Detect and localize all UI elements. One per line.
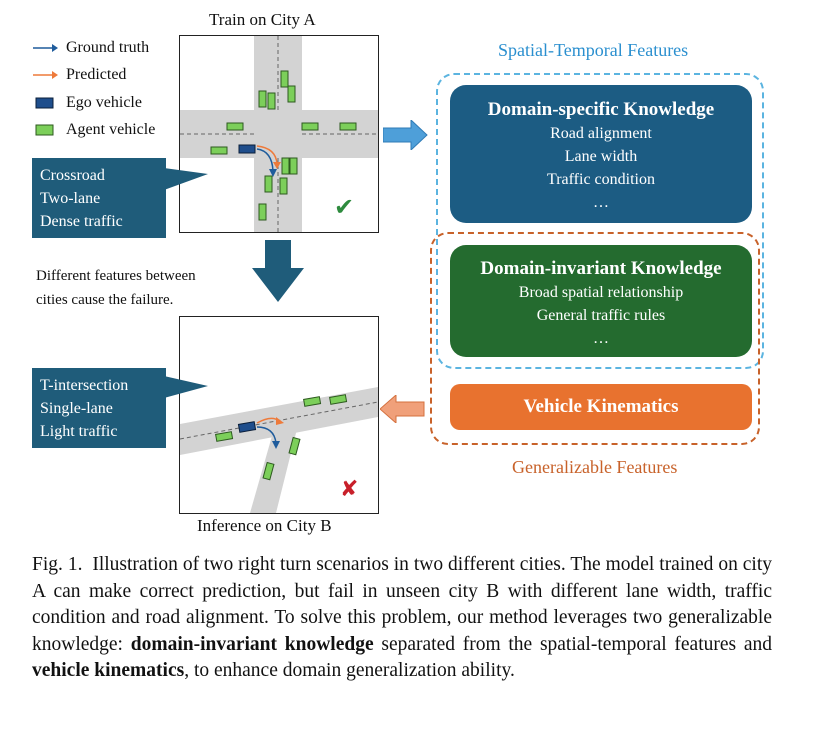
box-title: Vehicle Kinematics <box>523 396 679 417</box>
ego-vehicle-icon <box>32 96 58 110</box>
box-line: Broad spatial relationship <box>518 284 684 301</box>
failure-note: Different features between cities cause … <box>36 264 196 312</box>
generalizable-group <box>430 232 760 445</box>
spatial-temporal-label: Spatial-Temporal Features <box>498 40 689 60</box>
agent-vehicle-icon <box>32 123 58 137</box>
legend-label: Ground truth <box>66 39 150 56</box>
callout-line: Light traffic <box>40 423 118 440</box>
box-line: … <box>593 194 609 211</box>
callout-pointer <box>164 376 208 398</box>
t-intersection-map <box>180 387 378 513</box>
cross-icon: ✘ <box>340 477 359 502</box>
vehicle-kinematics-box: Vehicle Kinematics <box>450 384 752 430</box>
legend-label: Ego vehicle <box>66 94 142 111</box>
spatial-temporal-group <box>436 73 764 369</box>
map-city-b: ✘ <box>179 316 379 514</box>
map-city-a: ✔ <box>179 35 379 233</box>
ego-vehicle <box>238 144 256 154</box>
caption-text: , to enhance domain generalization abili… <box>184 660 515 681</box>
caption-prefix: Fig. 1. <box>32 554 83 575</box>
box-line: Lane width <box>564 148 638 165</box>
ego-vehicle <box>237 421 257 433</box>
note-line: cities cause the failure. <box>36 292 174 308</box>
callout-city-a: Crossroad Two-lane Dense traffic <box>32 158 166 238</box>
callout-line: Single-lane <box>40 400 113 417</box>
figure-top-title: Train on City A <box>209 10 316 29</box>
legend-ground-truth: Ground truth <box>32 39 149 57</box>
box-line: Traffic condition <box>547 171 655 188</box>
crossroad-map <box>180 36 378 232</box>
legend-label: Agent vehicle <box>66 121 156 138</box>
right-arrow-icon <box>383 120 428 150</box>
box-line: Road alignment <box>550 125 652 142</box>
box-title: Domain-invariant Knowledge <box>480 258 722 279</box>
caption-text: Illustration of two right turn scenarios… <box>32 554 773 655</box>
callout-line: Two-lane <box>40 190 101 207</box>
callout-city-b: T-intersection Single-lane Light traffic <box>32 368 166 448</box>
generalizable-label: Generalizable Features <box>512 457 678 477</box>
caption-bold: vehicle kinematics <box>32 660 185 681</box>
box-title: Domain-specific Knowledge <box>487 99 715 120</box>
legend-ego-vehicle: Ego vehicle <box>32 94 142 112</box>
legend-predicted: Predicted <box>32 66 126 84</box>
box-line: … <box>593 330 609 347</box>
down-arrow-icon <box>252 240 304 302</box>
callout-line: T-intersection <box>40 377 129 394</box>
check-icon: ✔ <box>334 193 355 221</box>
legend-agent-vehicle: Agent vehicle <box>32 121 155 139</box>
orange-arrow-icon <box>32 68 58 82</box>
domain-specific-box: Domain-specific Knowledge Road alignment… <box>450 85 752 223</box>
note-line: Different features between <box>36 268 196 284</box>
callout-line: Dense traffic <box>40 213 123 230</box>
caption-text: separated from the spatial-temporal feat… <box>373 633 772 655</box>
blue-arrow-icon <box>32 41 58 55</box>
domain-invariant-box: Domain-invariant Knowledge Broad spatial… <box>450 245 752 357</box>
callout-pointer <box>164 168 208 190</box>
caption-bold: domain-invariant knowledge <box>130 633 374 655</box>
left-arrow-icon <box>380 395 425 423</box>
figure-bottom-title: Inference on City B <box>197 516 332 535</box>
box-line: General traffic rules <box>536 307 666 324</box>
callout-line: Crossroad <box>40 167 105 184</box>
legend-label: Predicted <box>66 66 127 83</box>
figure-caption: Fig. 1. Illustration of two right turn s… <box>32 552 772 685</box>
